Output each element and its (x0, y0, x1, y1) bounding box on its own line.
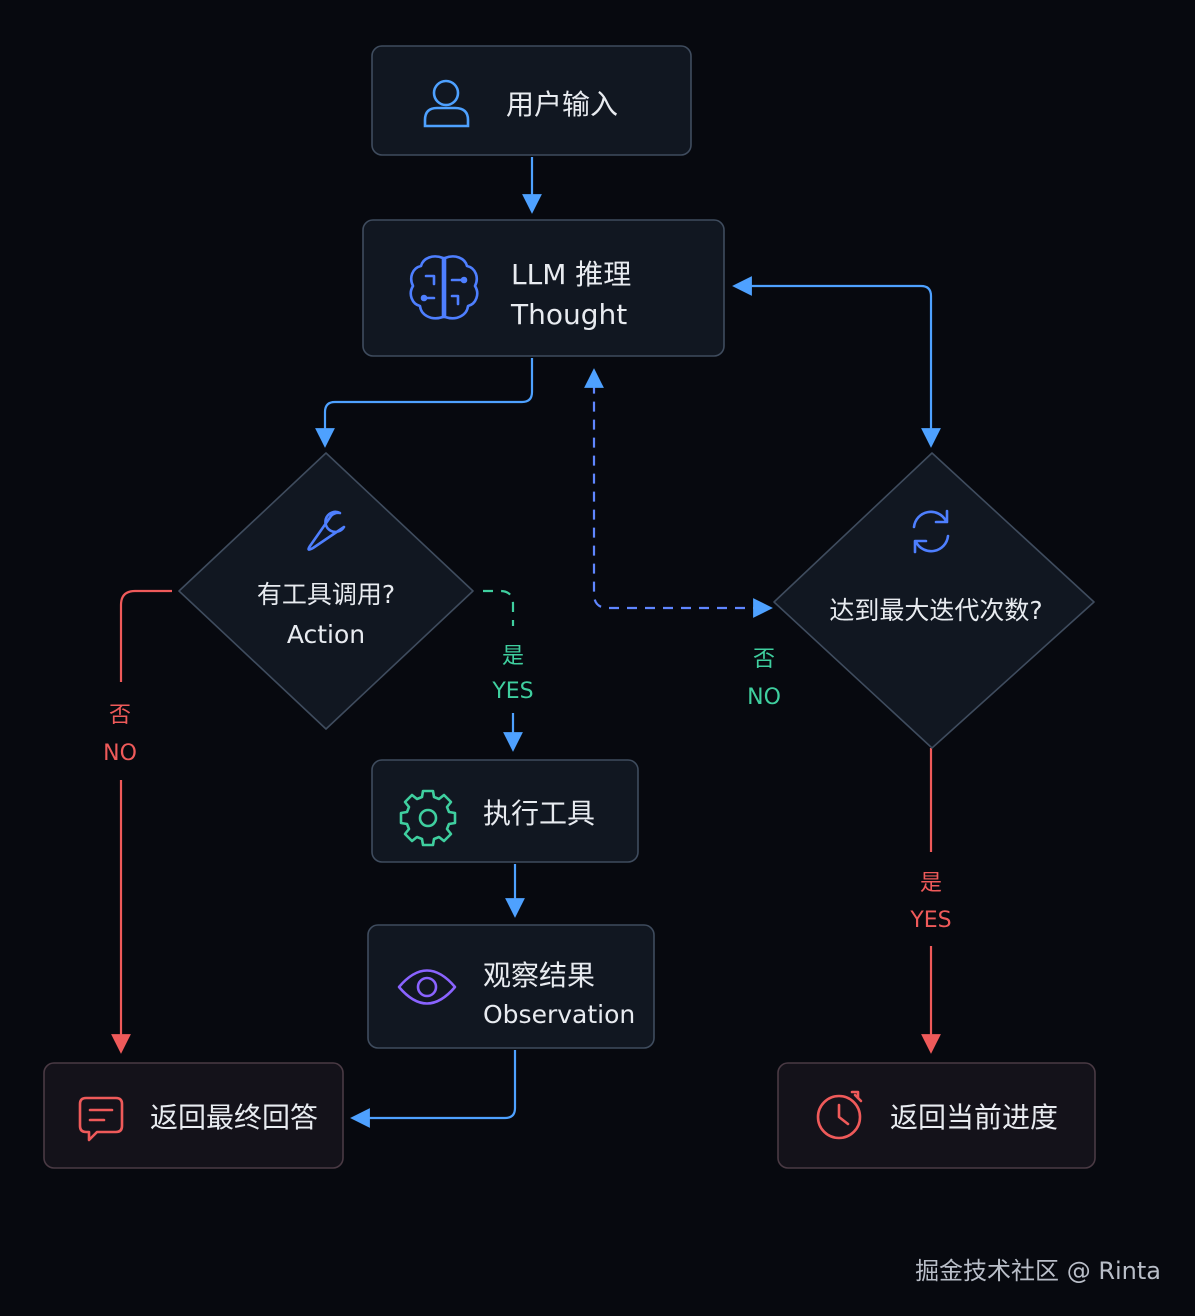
edge-llm-to-max-iter (732, 276, 941, 448)
node-tool-decision: 有工具调用? Action (178, 452, 474, 730)
watermark: 掘金技术社区 @ Rinta (915, 1257, 1161, 1285)
edge-max-iter-no-to-llm (584, 368, 773, 618)
observation-sublabel: Observation (483, 1000, 635, 1029)
edge-llm-to-tool-decision (315, 358, 534, 448)
iter-no-label-cn: 否 (753, 647, 775, 672)
execute-tool-label: 执行工具 (483, 797, 595, 830)
gear-icon (399, 789, 457, 847)
message-icon (78, 1096, 124, 1142)
tool-yes-label-en: YES (491, 679, 533, 704)
user-input-label: 用户输入 (506, 88, 618, 121)
observation-label: 观察结果 (483, 959, 595, 992)
tool-decision-label: 有工具调用? (257, 580, 395, 609)
tool-no-label-cn: 否 (109, 703, 131, 728)
node-execute-tool: 执行工具 (371, 759, 639, 863)
edge-observe-to-final (350, 1050, 517, 1128)
tool-decision-sublabel: Action (287, 620, 365, 649)
llm-sublabel: Thought (510, 298, 627, 331)
node-final-answer: 返回最终回答 (43, 1062, 344, 1169)
wrench-icon (307, 510, 346, 551)
final-answer-label: 返回最终回答 (150, 1101, 318, 1134)
user-icon (423, 79, 470, 128)
iter-yes-label-en: YES (909, 908, 951, 933)
edge-tool-yes-dashed (483, 589, 515, 626)
node-max-iteration-decision: 达到最大迭代次数? (773, 452, 1095, 749)
eye-icon (397, 969, 457, 1005)
tool-no-label-en: NO (103, 741, 137, 766)
llm-label: LLM 推理 (511, 258, 631, 291)
refresh-icon (912, 509, 950, 554)
max-iteration-label: 达到最大迭代次数? (829, 596, 1042, 625)
iter-no-label-en: NO (747, 685, 781, 710)
node-current-progress: 返回当前进度 (777, 1062, 1096, 1169)
brain-icon (409, 255, 479, 320)
node-observation: 观察结果 Observation (367, 924, 655, 1049)
timer-icon (816, 1090, 863, 1140)
progress-label: 返回当前进度 (890, 1101, 1058, 1134)
connectors (111, 157, 941, 1128)
iter-yes-label-cn: 是 (920, 871, 942, 896)
node-llm-thought: LLM 推理 Thought (362, 219, 725, 357)
edge-tool-no-top (119, 589, 172, 682)
tool-yes-label-cn: 是 (502, 644, 524, 669)
edge-labels: 否 NO 是 YES 否 NO 是 YES (103, 644, 952, 933)
node-user-input: 用户输入 (371, 45, 692, 156)
